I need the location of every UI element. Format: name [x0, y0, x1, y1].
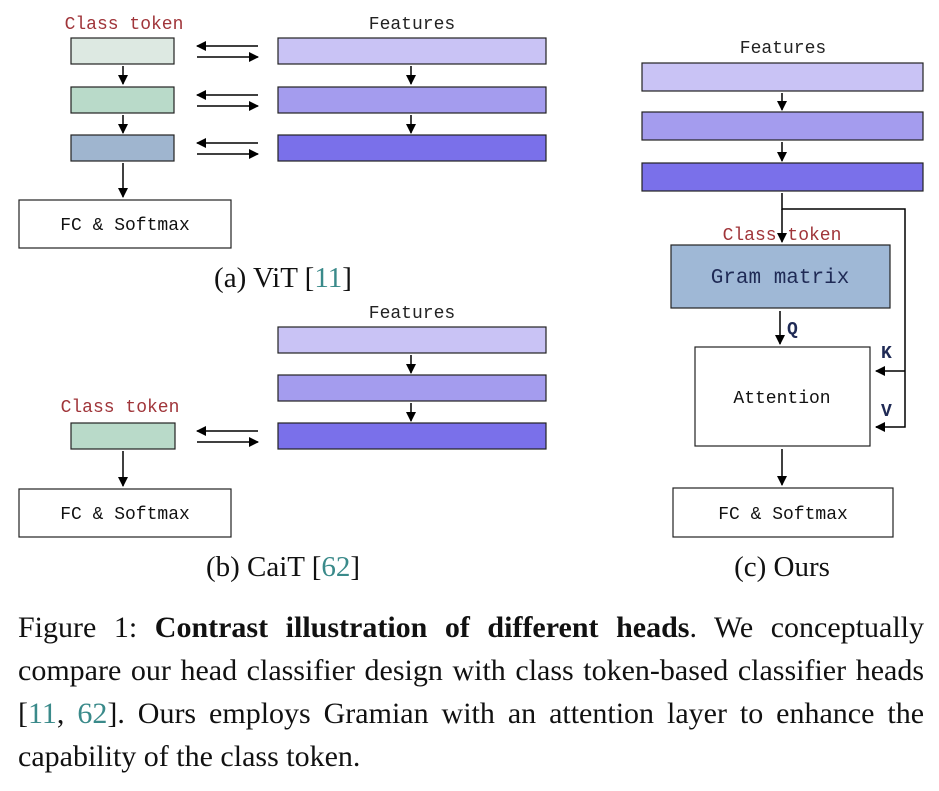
vit-class-token-3	[70, 134, 175, 162]
cait-diagram: Features Class token FC & Softmax (b) Ca…	[18, 304, 547, 583]
ours-feature-1	[641, 62, 924, 92]
ours-gram-matrix-box	[670, 244, 891, 309]
ours-class-token-label: Class token	[723, 226, 842, 246]
citation-link[interactable]: 11	[28, 697, 57, 730]
figure-diagram: Class token Features FC & Softmax (a) Vi…	[18, 15, 924, 583]
vit-feature-1	[277, 37, 547, 65]
ours-gram-matrix-label: Gram matrix	[711, 267, 850, 290]
ours-fc-label: FC & Softmax	[718, 505, 848, 525]
cait-fc-box	[18, 488, 232, 538]
caption-text: . We conceptually compare our head class…	[18, 611, 924, 730]
vit-class-token-label: Class token	[65, 15, 184, 35]
ours-caption: (c) Ours	[734, 551, 830, 583]
ours-features-label: Features	[740, 39, 826, 59]
vit-class-token-1	[70, 37, 175, 65]
vit-fc-box	[18, 199, 232, 249]
cait-class-token	[70, 422, 176, 450]
vit-feature-3	[277, 134, 547, 162]
ours-diagram: Features Class token Gram matrix Q K V A…	[641, 39, 924, 583]
ours-fc-box	[672, 487, 894, 538]
vit-fc-label: FC & Softmax	[60, 216, 190, 236]
citation-link[interactable]: 62	[77, 697, 108, 730]
cait-feature-1	[277, 326, 547, 354]
caption-text: ]. Ours employs Gramian with an attentio…	[18, 697, 925, 773]
ours-attention-label: Attention	[733, 389, 830, 409]
vit-features-label: Features	[369, 15, 455, 35]
ours-feature-2	[641, 111, 924, 141]
vit-exchange-arrows	[196, 41, 259, 159]
ours-branch-line	[781, 193, 906, 428]
ours-k-label: K	[881, 344, 892, 364]
cait-fc-label: FC & Softmax	[60, 505, 190, 525]
vit-diagram: Class token Features FC & Softmax (a) Vi…	[18, 15, 547, 294]
cait-exchange-arrows	[196, 426, 259, 447]
cait-class-token-label: Class token	[61, 398, 180, 418]
ours-attention-box	[694, 346, 871, 447]
caption-bold-title: Contrast illustration of different heads	[154, 611, 690, 644]
caption-prefix: Figure 1:	[18, 611, 155, 644]
vit-class-token-2	[70, 86, 175, 114]
cait-feature-3	[277, 422, 547, 450]
figure-caption: Figure 1: Contrast illustration of diffe…	[18, 611, 925, 773]
vit-feature-2	[277, 86, 547, 114]
cait-caption: (b) CaiT [62]	[206, 551, 360, 583]
ours-q-label: Q	[787, 320, 798, 340]
cait-features-label: Features	[369, 304, 455, 324]
cait-feature-2	[277, 374, 547, 402]
ours-feature-3	[641, 162, 924, 192]
vit-caption: (a) ViT [11]	[214, 262, 352, 294]
ours-v-label: V	[881, 402, 892, 422]
